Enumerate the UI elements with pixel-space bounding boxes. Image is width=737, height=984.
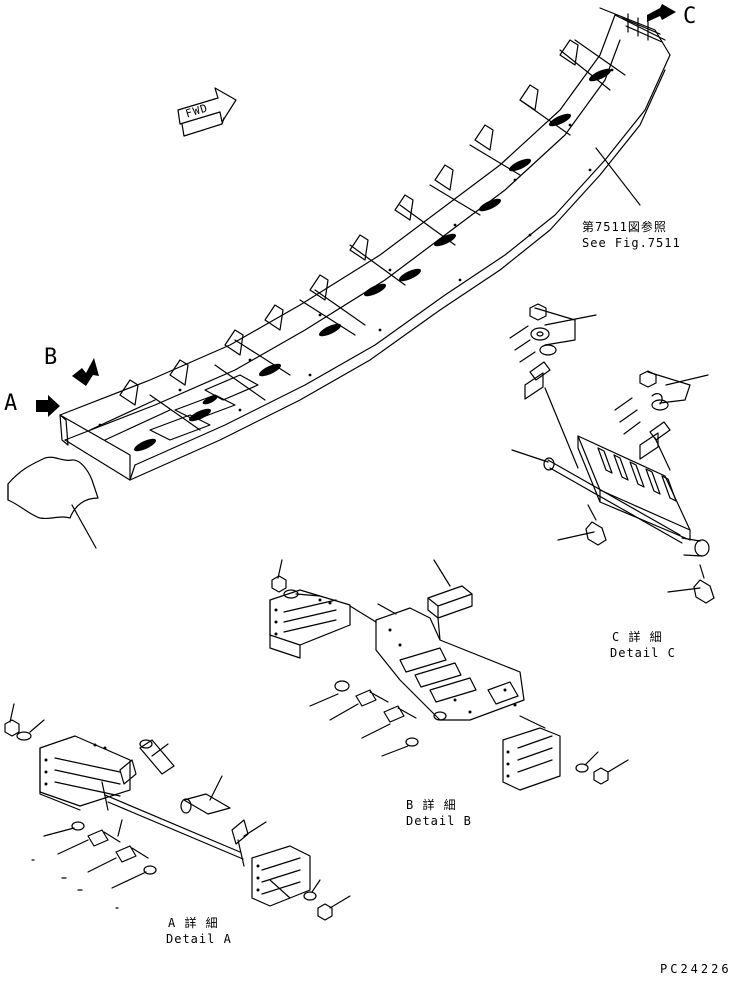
callout-c-label: C: [683, 4, 697, 29]
detail-a-label-jp: A 詳 細: [168, 916, 219, 930]
detail-b-label-en: Detail B: [406, 814, 472, 828]
detail-a-label-en: Detail A: [166, 932, 232, 946]
drawing-number: PC24226: [660, 962, 732, 976]
conveyor-frame: [60, 8, 670, 480]
detail-c-label-en: Detail C: [610, 646, 676, 660]
detail-c-assembly: [510, 304, 714, 603]
callout-a-label: A: [4, 391, 18, 416]
reference-label-jp: 第7511図参照: [582, 220, 667, 234]
detail-b-label-jp: B 詳 細: [406, 798, 457, 812]
belt-section: [8, 457, 98, 548]
callout-a-arrow-icon: [36, 395, 60, 417]
detail-a-assembly: [5, 704, 350, 920]
reference-leader: [596, 148, 640, 205]
callout-c-arrow-icon: [647, 4, 676, 22]
fwd-arrow-icon: [178, 88, 236, 136]
detail-c-label-jp: C 詳 細: [612, 630, 663, 644]
detail-b-assembly: [270, 560, 628, 790]
callout-b-label: B: [44, 345, 58, 370]
reference-label-en: See Fig.7511: [582, 236, 681, 250]
callout-b-arrow-icon: [72, 358, 99, 386]
